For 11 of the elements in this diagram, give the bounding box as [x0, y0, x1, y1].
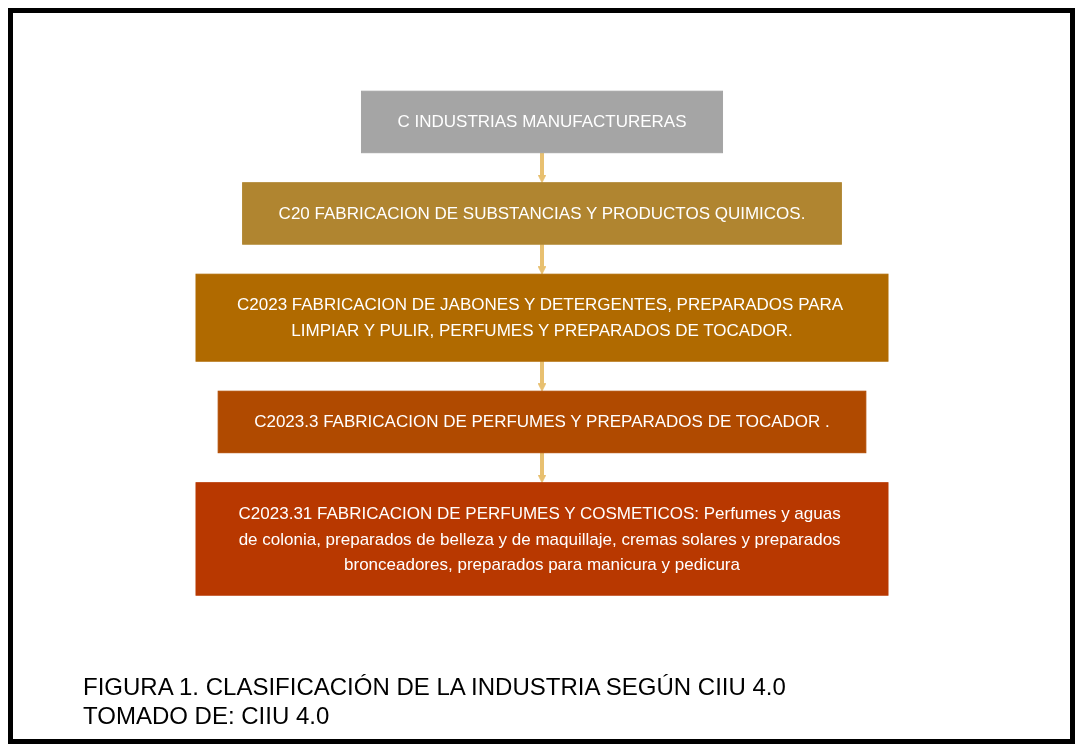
arrow — [537, 152, 546, 184]
node-box: C2023.3 FABRICACION DE PERFUMES Y PREPARADOS DE TOCADOR . — [217, 390, 866, 454]
figure-caption: FIGURA 1. CLASIFICACIÓN DE LA INDUSTRIA SEGÚN CIIU 4.0 — [83, 673, 787, 703]
arrow — [537, 452, 546, 484]
arrow — [537, 244, 546, 275]
node-box: C INDUSTRIAS MANUFACTURERAS — [360, 90, 723, 154]
node-box: C20 FABRICACION DE SUBSTANCIAS Y PRODUCTOS QUIMICOS. — [241, 182, 842, 245]
source-note: TOMADO DE: CIIU 4.0 — [83, 702, 331, 731]
node-box: C2023 FABRICACION DE JABONES Y DETERGENTES, PREPARADOS PARA LIMPIAR Y PULIR, PERFUMES Y PREPARADOS DE TOCADOR. — [195, 273, 888, 362]
node-box: C2023.31 FABRICACION DE PERFUMES Y COSMETICOS: Perfumes y aguas de colonia, preparados de belleza y de maquillaje, cremas solares y preparados bronceadores, preparados para manicura y pedicura — [195, 482, 888, 596]
arrow — [537, 361, 546, 392]
